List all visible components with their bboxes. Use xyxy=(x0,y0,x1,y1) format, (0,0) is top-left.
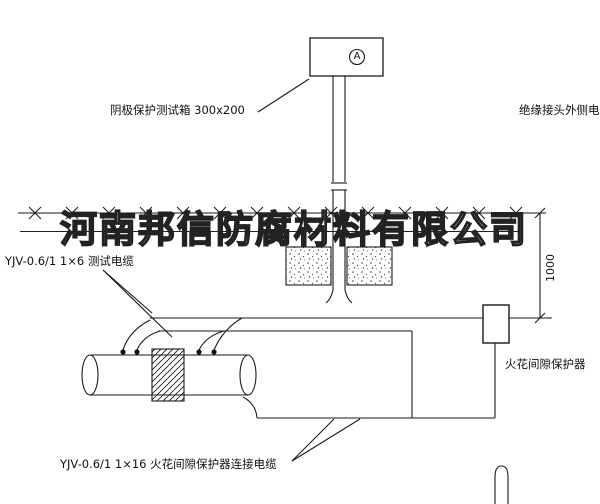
label-insulation-joint-cable: 绝缘接头外侧电缆 xyxy=(519,103,600,117)
label-protector-cable: YJV-0.6/1 1×16 火花间隙保护器连接电缆 xyxy=(60,457,277,471)
pipe xyxy=(81,348,257,402)
meter-circle-icon xyxy=(348,48,366,66)
spark-gap-protector-box xyxy=(482,304,510,344)
company-watermark: 河南邦信防腐材料有限公司 xyxy=(59,208,528,251)
watermark-strike-line xyxy=(20,231,520,232)
cable-terminals xyxy=(120,349,217,355)
protector-cable-leader-lines xyxy=(291,418,361,462)
dimension-line xyxy=(509,207,552,324)
meter-letter: A xyxy=(353,51,361,62)
label-test-box: 阴极保护测试箱 300x200 xyxy=(110,103,245,117)
riser-conduit xyxy=(325,76,353,304)
cable-lines xyxy=(122,317,496,419)
test-cable-leader-lines xyxy=(102,269,173,338)
insulating-joint xyxy=(151,348,185,402)
concrete-foundation-blocks xyxy=(285,246,393,286)
test-box-leader-line xyxy=(257,78,310,113)
label-spark-gap-protector: 火花间隙保护器 xyxy=(505,357,586,371)
dimension-1000: 1000 xyxy=(544,254,557,282)
soil-hatch-marks xyxy=(28,206,523,220)
label-test-cable: YJV-0.6/1 1×6 测试电缆 xyxy=(5,254,134,268)
test-box xyxy=(309,37,384,77)
anode-symbol xyxy=(494,465,509,504)
